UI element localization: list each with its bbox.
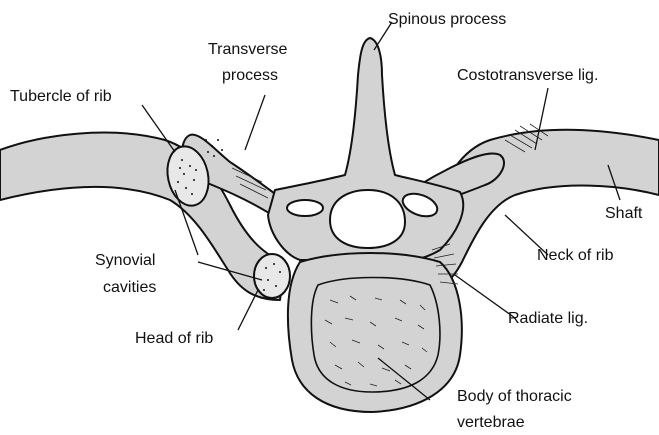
label-synovial-cavities-line2: cavities: [103, 279, 156, 296]
label-transverse-process-line1: Transverse: [208, 41, 288, 58]
leader-radiate-lig: [455, 275, 515, 318]
leader-transverse-process: [245, 95, 265, 150]
label-transverse-process-line2: process: [222, 67, 278, 84]
label-body-line2: vertebrae: [457, 414, 525, 431]
left-lamina-opening: [287, 200, 323, 216]
label-head-of-rib: Head of rib: [135, 330, 213, 347]
label-spinous-process: Spinous process: [388, 11, 506, 28]
label-radiate-lig: Radiate lig.: [508, 310, 588, 327]
vertebral-foramen: [330, 190, 405, 248]
label-shaft: Shaft: [605, 205, 643, 222]
leader-head-of-rib: [238, 290, 258, 330]
label-body-line1: Body of thoracic: [457, 388, 572, 405]
head-of-rib: [254, 254, 290, 298]
label-neck-of-rib: Neck of rib: [537, 247, 614, 264]
label-tubercle-of-rib: Tubercle of rib: [10, 88, 112, 105]
label-costotransverse-lig: Costotransverse lig.: [457, 67, 598, 84]
label-synovial-cavities-line1: Synovial: [95, 252, 155, 269]
